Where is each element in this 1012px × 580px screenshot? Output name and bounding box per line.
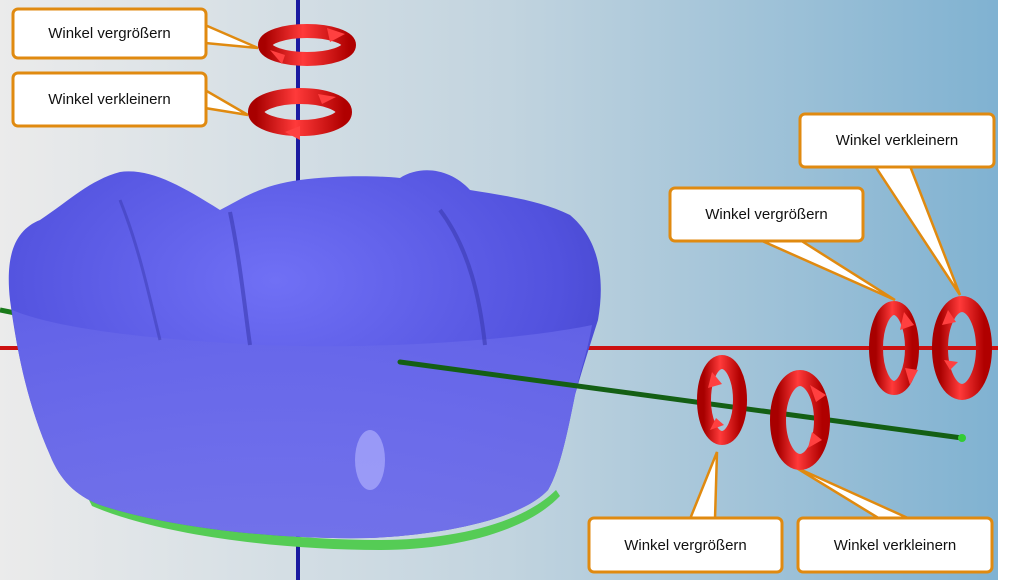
rotate-z-increase-handle[interactable] [258, 24, 356, 66]
callout-boxes [11, 7, 996, 574]
arrow-right-icon [285, 126, 300, 140]
rotate-y-increase-handle[interactable] [697, 355, 747, 445]
callout-label-z-increase: Winkel vergrößern [48, 25, 171, 42]
rotate-y-decrease-handle[interactable] [770, 370, 830, 470]
callout-box-y-increase [587, 516, 784, 574]
arrow-down-icon [942, 310, 956, 325]
crown-margin-line [88, 490, 560, 550]
crown-groove-3 [118, 199, 162, 341]
arrow-up-icon [708, 372, 722, 388]
rotate-z-increase-ring [258, 24, 356, 66]
arrow-up-icon [808, 432, 822, 448]
callout-box-z-increase [11, 7, 208, 60]
crown-groove-2 [438, 208, 487, 346]
arrow-down-icon [270, 50, 285, 64]
arrow-left-icon [318, 94, 336, 104]
callout-label-x-increase: Winkel vergrößern [705, 206, 828, 223]
callout-label-y-decrease: Winkel verkleinern [833, 536, 957, 554]
y-axis-line [397, 359, 965, 441]
callout-box-x-increase [668, 186, 865, 243]
callout-box-z-decrease [11, 71, 208, 128]
arrow-up-icon [900, 312, 914, 330]
rotate-z-decrease-handle[interactable] [248, 88, 352, 140]
rotate-x-decrease-ring [932, 296, 992, 400]
arrow-down-icon [905, 368, 918, 385]
crown-groove-1 [228, 211, 252, 346]
crown-highlight [355, 430, 385, 490]
callout-box-x-decrease [798, 112, 996, 169]
arrow-down-icon [810, 385, 826, 402]
rotate-y-increase-ring [697, 355, 747, 445]
rotate-y-decrease-ring [770, 370, 830, 470]
callout-label-x-decrease: Winkel verkleinern [835, 132, 959, 149]
viewport-right-edge [998, 0, 1012, 580]
rotate-x-decrease-handle[interactable] [932, 296, 992, 400]
callout-box-y-decrease [796, 516, 994, 574]
rotate-x-increase-handle[interactable] [869, 301, 919, 395]
arrow-up-icon [944, 360, 958, 370]
arrow-up-icon [327, 28, 345, 42]
callout-label-y-increase: Winkel vergrößern [624, 536, 747, 554]
crown-model[interactable] [8, 170, 601, 550]
arrow-down-icon [710, 418, 724, 430]
rotate-x-increase-ring [869, 301, 919, 395]
y-axis-tip [958, 434, 966, 442]
callout-label-z-decrease: Winkel verkleinern [48, 91, 171, 108]
